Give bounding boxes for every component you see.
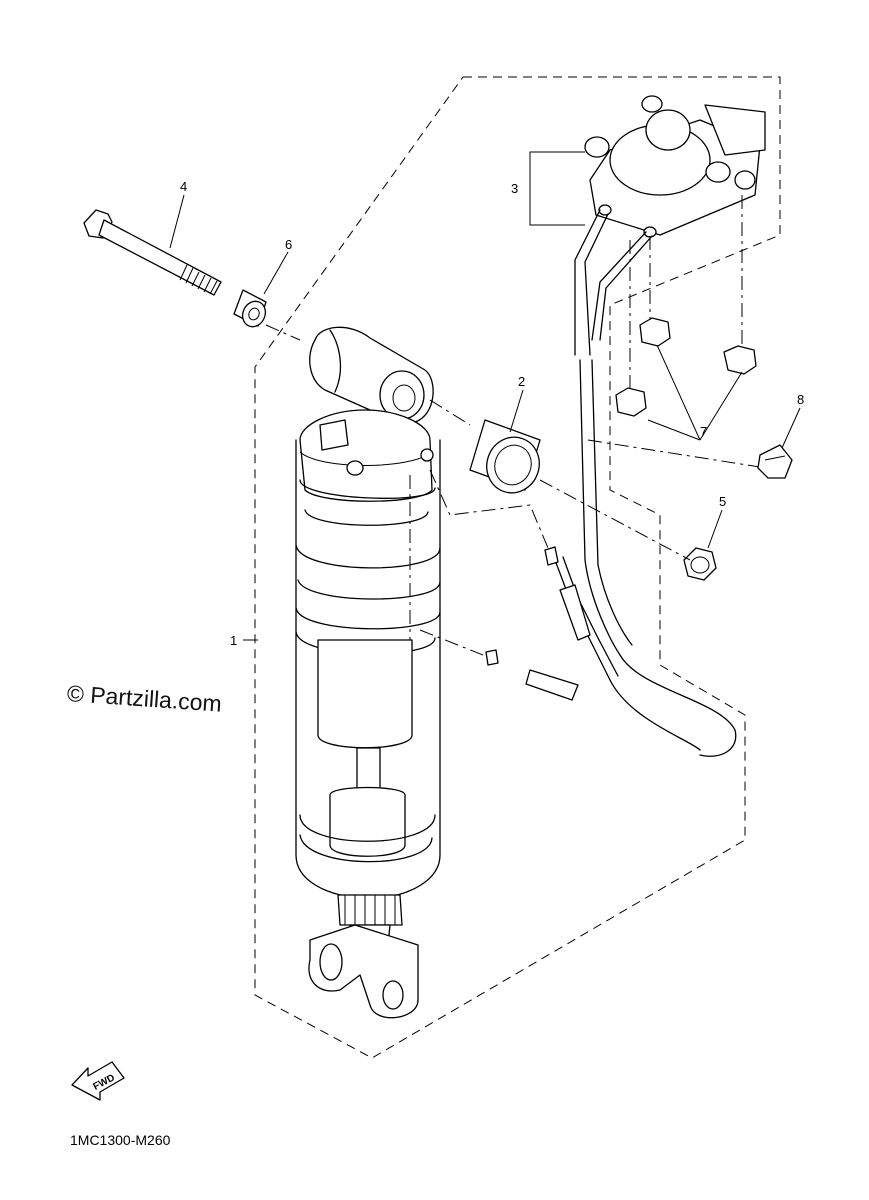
reference-line-clip bbox=[587, 439, 761, 468]
callout-4: 4 bbox=[180, 179, 187, 194]
part-2-collar[interactable] bbox=[469, 419, 547, 500]
part-3-adjuster[interactable] bbox=[529, 95, 766, 356]
part-4-bolt[interactable] bbox=[83, 209, 222, 296]
part-7-nuts[interactable] bbox=[615, 317, 757, 417]
callout-8: 8 bbox=[797, 392, 804, 407]
callout-7: 7 bbox=[700, 424, 707, 439]
alignment-lines bbox=[265, 195, 743, 658]
diagram-code: 1MC1300-M260 bbox=[70, 1132, 171, 1148]
callout-1: 1 bbox=[230, 633, 237, 648]
assembly-boundary bbox=[254, 76, 781, 1059]
hydraulic-hoses bbox=[485, 359, 737, 757]
part-5-nut[interactable] bbox=[683, 547, 717, 581]
callout-5: 5 bbox=[719, 494, 726, 509]
part-6-collar[interactable] bbox=[233, 289, 269, 330]
callout-6: 6 bbox=[285, 237, 292, 252]
part-8-clip[interactable] bbox=[757, 444, 793, 479]
leader-lines bbox=[169, 194, 801, 641]
fwd-arrow-icon: FWD bbox=[71, 1061, 125, 1101]
callout-2: 2 bbox=[518, 374, 525, 389]
callout-3: 3 bbox=[511, 181, 518, 196]
part-1-shock-absorber[interactable] bbox=[295, 326, 441, 1019]
